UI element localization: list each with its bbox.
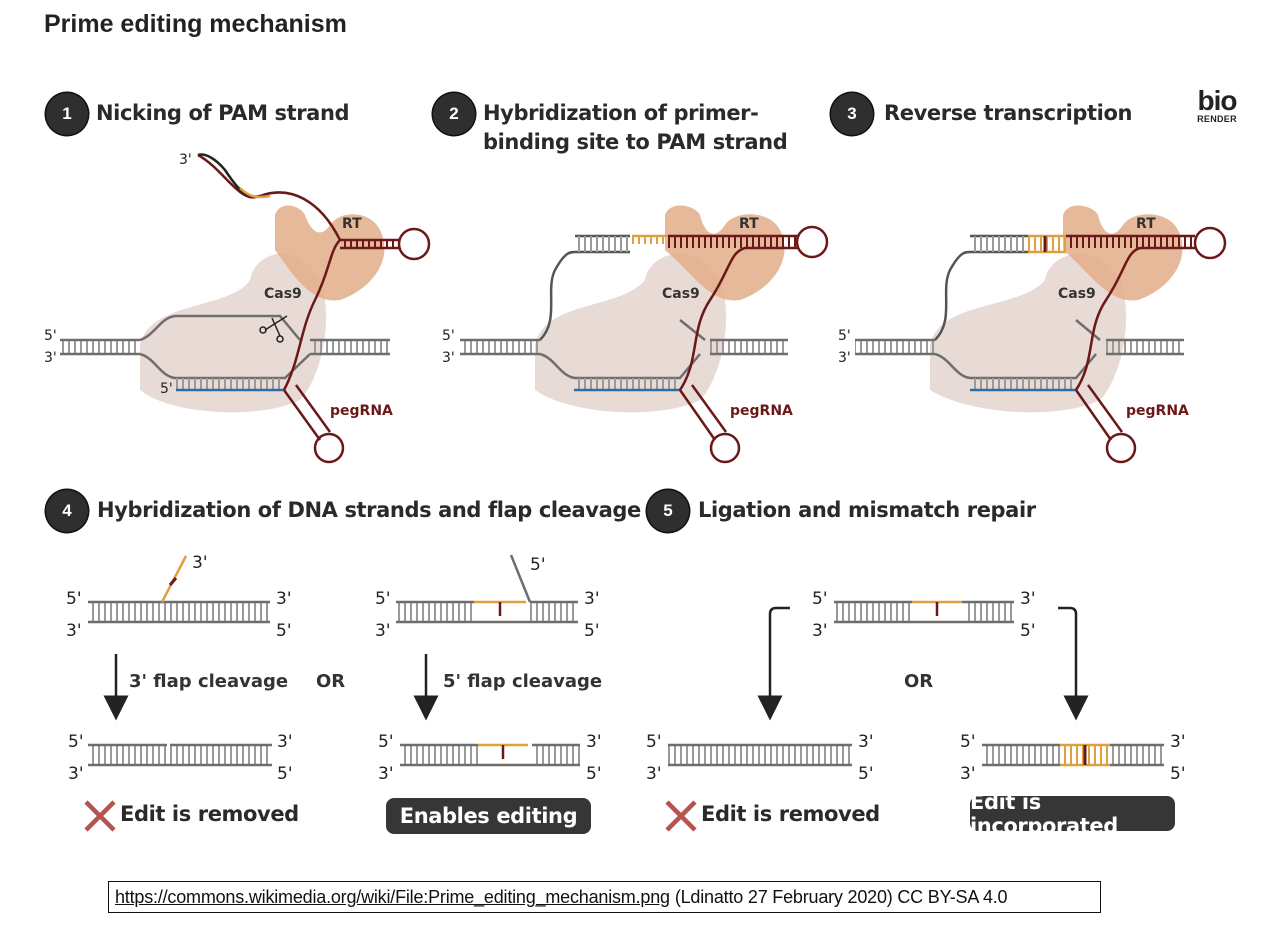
s5-l-3: 3' (646, 764, 662, 784)
rt-protein (275, 205, 385, 301)
citation-text: (Ldinatto 27 February 2020) CC BY-SA 4.0 (674, 886, 1008, 907)
panel-1-nicking: 3' RT Cas9 pegRNA 5' 3' 5' (44, 152, 431, 464)
s5-l-5: 5' (646, 732, 662, 752)
panel-3-3prime: 3' (838, 350, 851, 366)
panel-1-cas9-label: Cas9 (264, 286, 302, 302)
cas9-protein (140, 253, 327, 413)
x-mark-icon (665, 800, 697, 832)
s5-r-5r: 5' (1170, 764, 1186, 784)
s4-rb-5: 5' (378, 732, 394, 752)
s5-t-5: 5' (812, 589, 828, 609)
step-2-label: Hybridization of primer-binding site to … (483, 101, 788, 154)
page-title: Prime editing mechanism (44, 10, 347, 38)
s5-t-3: 3' (812, 621, 828, 641)
step-5-diagram: 5' 3' 3' 5' OR 5' 3' 3' 5' 5' 3' 3' 5' (646, 589, 1186, 784)
panel-1-spacer-5prime: 5' (160, 381, 173, 397)
step-3-label: Reverse transcription (884, 101, 1133, 125)
panel-2-5prime: 5' (442, 328, 455, 344)
step-1-label: Nicking of PAM strand (96, 101, 350, 125)
step-4-left-outcome: Edit is removed (120, 802, 299, 826)
panel-1-tail-3prime: 3' (179, 152, 192, 168)
step-4-right-outcome-badge: Enables editing (386, 798, 591, 834)
s4-l-flap-3: 3' (192, 553, 208, 573)
panel-2-pegrna-label: pegRNA (730, 403, 793, 419)
s4-rb-3r: 3' (586, 732, 602, 752)
s4-r-5b: 5' (584, 621, 600, 641)
panel-3-cas9-label: Cas9 (1058, 286, 1096, 302)
citation-link[interactable]: https://commons.wikimedia.org/wiki/File:… (115, 886, 670, 907)
panel-2-rt-label: RT (739, 216, 759, 232)
step-5-right-outcome-badge: Edit is incorporated (970, 790, 1175, 838)
logo-render-text: RENDER (1197, 114, 1237, 124)
s5-or: OR (904, 671, 933, 692)
panel-1-pegrna-label: pegRNA (330, 403, 393, 419)
s4-or: OR (316, 671, 345, 692)
arrow-right-branch (1058, 606, 1089, 721)
s5-l-3r: 3' (858, 732, 874, 752)
s4-r-flap-5: 5' (530, 555, 546, 575)
step-1-badge: 1 (46, 93, 88, 135)
step-4-label: Hybridization of DNA strands and flap cl… (97, 498, 641, 522)
s5-t-3r: 3' (1020, 589, 1036, 609)
s4-r-3b: 3' (375, 621, 391, 641)
step-5-left-outcome: Edit is removed (701, 802, 880, 826)
panel-2-3prime: 3' (442, 350, 455, 366)
s4-r-3: 3' (584, 589, 600, 609)
scissors-icon (259, 315, 288, 343)
s5-r-3r: 3' (1170, 732, 1186, 752)
panel-2-cas9-label: Cas9 (662, 286, 700, 302)
s4-lb-3: 3' (68, 764, 84, 784)
step-2-badge: 2 (433, 93, 475, 135)
step-5-label: Ligation and mismatch repair (698, 498, 1036, 522)
s5-r-5: 5' (960, 732, 976, 752)
panel-3-reverse-transcription: RT Cas9 pegRNA 5' 3' (838, 205, 1227, 464)
step-5-badge: 5 (647, 490, 689, 532)
step-4-badge: 4 (46, 490, 88, 532)
biorender-logo: bio RENDER (1192, 85, 1242, 125)
panel-1-3prime: 3' (44, 350, 57, 366)
s4-l-5: 5' (66, 589, 82, 609)
panel-1-rt-label: RT (342, 216, 362, 232)
s4-left-flap-label: 3' flap cleavage (129, 671, 288, 692)
s4-right-flap-label: 5' flap cleavage (443, 671, 602, 692)
citation-box: https://commons.wikimedia.org/wiki/File:… (108, 881, 1101, 913)
s4-lb-5r: 5' (277, 764, 293, 784)
logo-bio-text: bio (1197, 85, 1238, 116)
panel-1-5prime: 5' (44, 328, 57, 344)
arrow-left-branch (757, 606, 790, 721)
s4-l-5b: 5' (276, 621, 292, 641)
s4-l-3: 3' (276, 589, 292, 609)
s4-rb-5r: 5' (586, 764, 602, 784)
s5-l-5r: 5' (858, 764, 874, 784)
panel-2-hybridization: RT Cas9 pegRNA 5' 3' (442, 205, 829, 464)
s4-lb-5: 5' (68, 732, 84, 752)
s4-rb-3: 3' (378, 764, 394, 784)
s4-r-5: 5' (375, 589, 391, 609)
s5-r-3: 3' (960, 764, 976, 784)
panel-3-rt-label: RT (1136, 216, 1156, 232)
panel-3-5prime: 5' (838, 328, 851, 344)
s4-lb-3r: 3' (277, 732, 293, 752)
s5-t-5r: 5' (1020, 621, 1036, 641)
panel-3-pegrna-label: pegRNA (1126, 403, 1189, 419)
x-mark-icon (84, 800, 116, 832)
step-4-diagram: 5' 3' 3' 5' 3' 3' flap cleavage OR 5' 3'… (66, 553, 602, 784)
step-3-badge: 3 (831, 93, 873, 135)
s4-l-3b: 3' (66, 621, 82, 641)
